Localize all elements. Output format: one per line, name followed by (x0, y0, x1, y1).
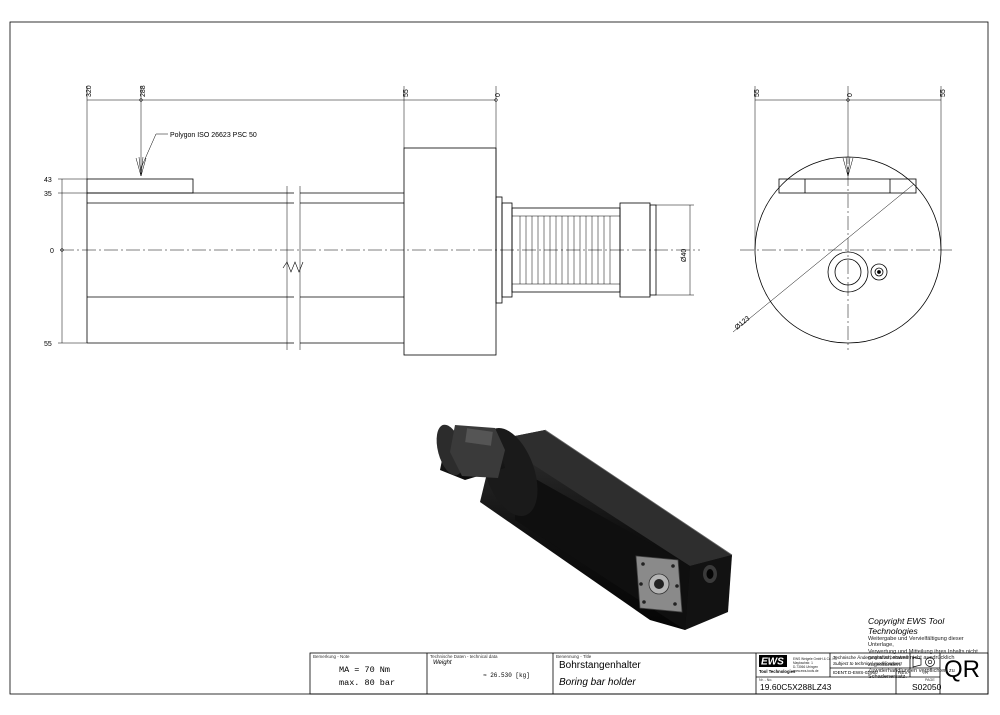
page-value: S02050 (912, 682, 942, 692)
front-dimension-lines (58, 86, 694, 344)
dim-35: 35 (44, 191, 52, 198)
copyright-line-2: Verwertung und Mitteilung ihres Inhalts … (868, 648, 978, 655)
part-number: 19.60C5X288LZ43 (760, 682, 832, 692)
copyright-line-1: Weitergabe und Vervielfältigung dieser U… (868, 636, 964, 649)
rev-label: REV. (898, 670, 909, 675)
qr-label: QR (944, 656, 980, 683)
polygon-callout: Polygon ISO 26623 PSC 50 (170, 132, 257, 139)
tech-data-header: Technische Daten - technical data (430, 654, 498, 659)
weight-value: ≈ 26.530 [kg] (483, 672, 530, 679)
modification-note-en: Subject to technical modifications! (833, 661, 903, 666)
page-label: PAGE (925, 678, 935, 682)
company-line-1: EWS Weigele GmbH & Co. KG (793, 657, 838, 661)
dim-55-front: 55 (403, 89, 410, 97)
dim-55-side-left: 55 (754, 89, 761, 97)
dim-0-side: 0 (847, 93, 854, 97)
remark-line-torque: MA = 70 Nm (339, 665, 391, 675)
number-label: Nr. - No. (759, 678, 773, 682)
dim-diameter-40: Ø40 (681, 249, 688, 262)
front-view (60, 147, 700, 356)
side-dimension-texts: 55 0 55 Ø123 (734, 89, 947, 331)
title-german: Bohrstangenhalter (559, 660, 641, 671)
ident-value: D-EWS-02960 (848, 670, 878, 675)
dim-43: 43 (44, 177, 52, 184)
sheet-border (9, 21, 989, 695)
dim-diameter-123: Ø123 (734, 315, 752, 331)
ident-label: IDENT: (833, 670, 848, 675)
company-address: EWS Weigele GmbH & Co. KG Maybachstr. 1 … (793, 657, 838, 673)
modification-note-de: Technische Änderungen vorbehalten! (833, 655, 909, 660)
ews-logo: EWS Tool Technologies (759, 655, 796, 674)
projection-symbol-icon (912, 656, 935, 668)
dim-0-left: 0 (50, 248, 54, 255)
weight-label: Weight (433, 660, 452, 666)
title-english: Boring bar holder (559, 677, 636, 688)
side-view (740, 150, 955, 350)
dim-288: 288 (140, 85, 147, 97)
dim-55-side-right: 55 (940, 89, 947, 97)
company-line-4: www.ews-tools.de (793, 669, 819, 673)
dim-55-left: 55 (44, 341, 52, 348)
copyright-line-4: Zuwiderhandlungen verpflichten zu Schade… (868, 668, 955, 681)
company-line-3: D-73066 Uhingen (793, 665, 818, 669)
company-line-2: Maybachstr. 1 (793, 661, 813, 665)
front-dimension-texts: 320 288 55 0 43 35 0 55 Ø40 Polygon ISO … (44, 85, 688, 348)
side-dimension-lines (732, 86, 942, 333)
ews-logo-subtext: Tool Technologies (759, 669, 796, 674)
remark-line-pressure: max. 80 bar (339, 678, 396, 688)
copyright-title: Copyright EWS Tool Technologies (868, 616, 945, 636)
thread-ridges (519, 216, 611, 284)
copyright-notice: Copyright EWS Tool Technologies Weiterga… (868, 616, 988, 681)
dim-320: 320 (86, 85, 93, 97)
remark-header: Bemerkung - Note (313, 654, 350, 659)
designation-header: Benennung - Title (556, 654, 592, 659)
title-block-frame (309, 652, 989, 695)
dim-0-front: 0 (495, 93, 502, 97)
rev-value: -/A (922, 670, 928, 675)
copyright-line-3: gestattet, soweit nicht ausdrücklich zug… (868, 655, 955, 668)
ews-logo-text: EWS (761, 657, 784, 668)
tool-holder-3d-render (436, 424, 733, 630)
